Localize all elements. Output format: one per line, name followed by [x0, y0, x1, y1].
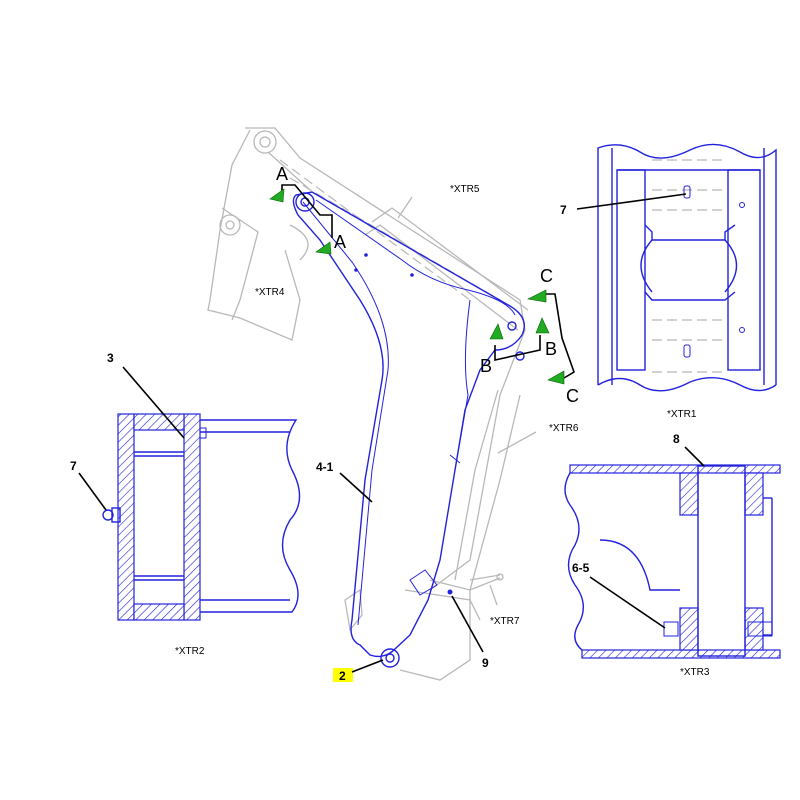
callout-8: 8	[673, 432, 680, 446]
callout-4-1: 4-1	[316, 460, 334, 474]
section-label-b2: B	[545, 339, 557, 359]
detail-xtr3: 8 6-5 *XTR3	[564, 432, 781, 678]
ref-xtr5: *XTR5	[450, 184, 480, 195]
ghost-bucket-linkage	[207, 127, 537, 681]
ref-xtr1: *XTR1	[667, 409, 697, 420]
section-arrow-b2	[535, 317, 550, 334]
section-arrow-a2	[315, 241, 332, 255]
highlight-callout-2	[333, 668, 353, 682]
section-arrow-b1	[489, 323, 504, 340]
section-arrow-c1	[527, 289, 547, 303]
callout-7-left: 7	[70, 459, 77, 473]
callout-9: 9	[482, 656, 489, 670]
ref-xtr6: *XTR6	[549, 423, 579, 434]
callout-3: 3	[107, 351, 114, 365]
ref-xtr2: *XTR2	[175, 646, 205, 657]
detail-xtr2: 3 7 *XTR2	[70, 351, 301, 657]
ref-xtr7: *XTR7	[490, 616, 520, 627]
section-label-a2: A	[334, 232, 346, 252]
ref-xtr3: *XTR3	[680, 667, 710, 678]
section-label-c1: C	[540, 266, 553, 286]
callout-7-top: 7	[560, 203, 567, 217]
section-label-c2: C	[566, 386, 579, 406]
section-label-a1: A	[276, 164, 288, 184]
section-label-b1: B	[480, 356, 492, 376]
ref-xtr4: *XTR4	[255, 287, 285, 298]
section-arrow-c2	[547, 370, 565, 385]
section-arrow-a1	[269, 188, 285, 203]
boom-arm	[292, 191, 525, 668]
detail-xtr1: 7 *XTR1	[560, 143, 777, 420]
callout-6-5: 6-5	[572, 561, 590, 575]
main-callouts: 4-1 2 9 *XTR4 *XTR5 *XTR6 *XTR7	[255, 184, 579, 683]
callout-2: 2	[339, 669, 346, 683]
section-markers: A A B B C C	[269, 164, 579, 406]
